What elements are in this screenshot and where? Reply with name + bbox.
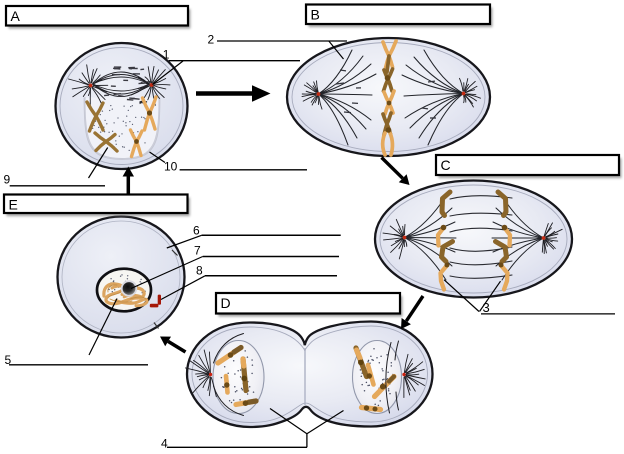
svg-text:4: 4: [161, 437, 168, 451]
svg-text:10: 10: [164, 160, 178, 174]
svg-text:A: A: [11, 8, 21, 24]
svg-text:1: 1: [163, 48, 170, 62]
svg-text:3: 3: [483, 300, 490, 315]
svg-text:6: 6: [193, 224, 200, 238]
svg-text:B: B: [311, 6, 320, 22]
svg-text:D: D: [221, 295, 231, 311]
svg-text:7: 7: [194, 244, 201, 258]
svg-text:E: E: [9, 196, 18, 212]
svg-text:8: 8: [196, 264, 203, 278]
svg-text:C: C: [441, 157, 451, 173]
svg-text:2: 2: [208, 33, 215, 47]
svg-text:5: 5: [5, 353, 12, 367]
svg-text:9: 9: [4, 173, 11, 187]
